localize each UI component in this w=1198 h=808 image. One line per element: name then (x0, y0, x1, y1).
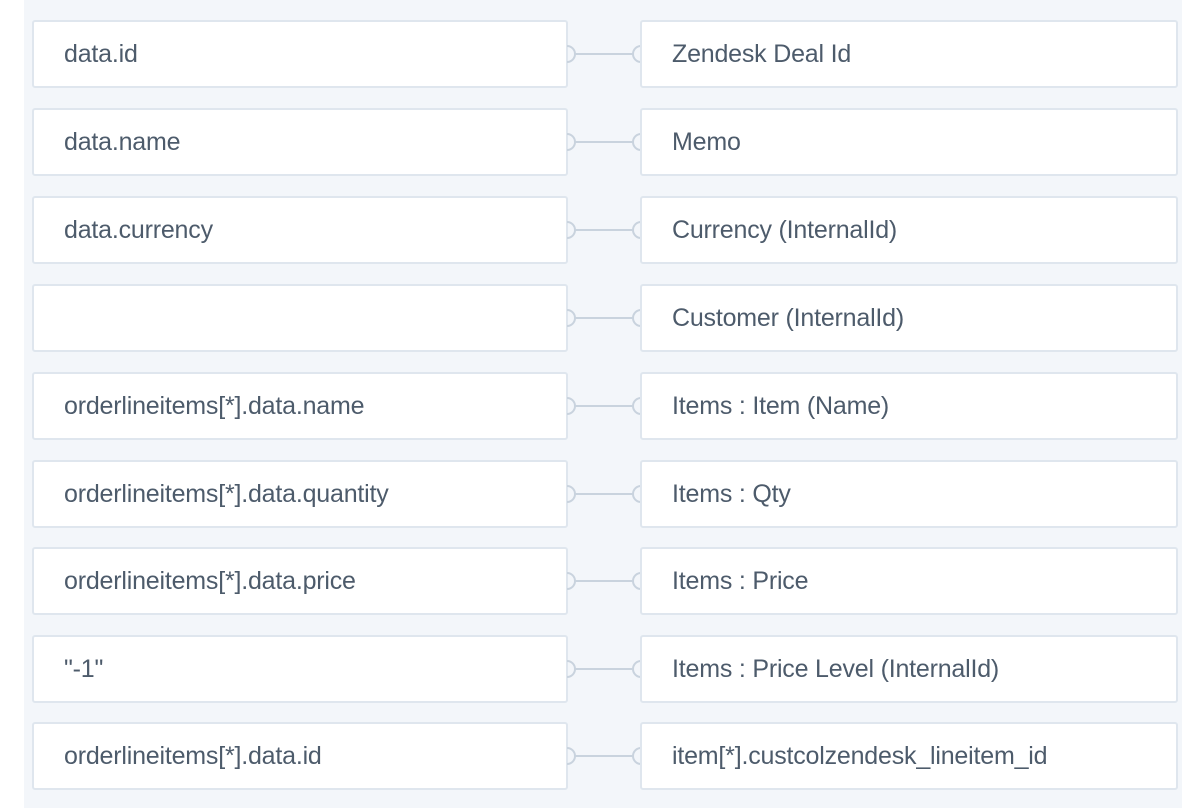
mapping-row: data.name Memo (0, 108, 1198, 180)
mapping-row: orderlineitems[*].data.name Items : Item… (0, 372, 1198, 444)
target-field[interactable]: Items : Price (640, 547, 1178, 615)
mapping-row: data.id Zendesk Deal Id (0, 20, 1198, 92)
source-field[interactable]: orderlineitems[*].data.price (32, 547, 568, 615)
source-field[interactable]: data.name (32, 108, 568, 176)
link-connector-icon (566, 130, 642, 154)
source-field[interactable] (32, 284, 568, 352)
target-field[interactable]: item[*].custcolzendesk_lineitem_id (640, 722, 1178, 790)
target-field[interactable]: Memo (640, 108, 1178, 176)
link-connector-icon (566, 482, 642, 506)
source-field[interactable]: orderlineitems[*].data.quantity (32, 460, 568, 528)
mapping-row: orderlineitems[*].data.price Items : Pri… (0, 547, 1198, 619)
mapping-row: "-1" Items : Price Level (InternalId) (0, 635, 1198, 707)
target-field[interactable]: Customer (InternalId) (640, 284, 1178, 352)
target-field[interactable]: Currency (InternalId) (640, 196, 1178, 264)
mapping-row: data.currency Currency (InternalId) (0, 196, 1198, 268)
mapping-row: orderlineitems[*].data.quantity Items : … (0, 460, 1198, 532)
mapping-row: orderlineitems[*].data.id item[*].custco… (0, 722, 1198, 794)
target-field[interactable]: Items : Item (Name) (640, 372, 1178, 440)
link-connector-icon (566, 42, 642, 66)
target-field[interactable]: Zendesk Deal Id (640, 20, 1178, 88)
target-field[interactable]: Items : Qty (640, 460, 1178, 528)
source-field[interactable]: data.id (32, 20, 568, 88)
link-connector-icon (566, 218, 642, 242)
source-field[interactable]: "-1" (32, 635, 568, 703)
source-field[interactable]: orderlineitems[*].data.id (32, 722, 568, 790)
link-connector-icon (566, 744, 642, 768)
mapping-row: Customer (InternalId) (0, 284, 1198, 356)
link-connector-icon (566, 306, 642, 330)
target-field[interactable]: Items : Price Level (InternalId) (640, 635, 1178, 703)
link-connector-icon (566, 394, 642, 418)
source-field[interactable]: orderlineitems[*].data.name (32, 372, 568, 440)
link-connector-icon (566, 657, 642, 681)
link-connector-icon (566, 569, 642, 593)
source-field[interactable]: data.currency (32, 196, 568, 264)
